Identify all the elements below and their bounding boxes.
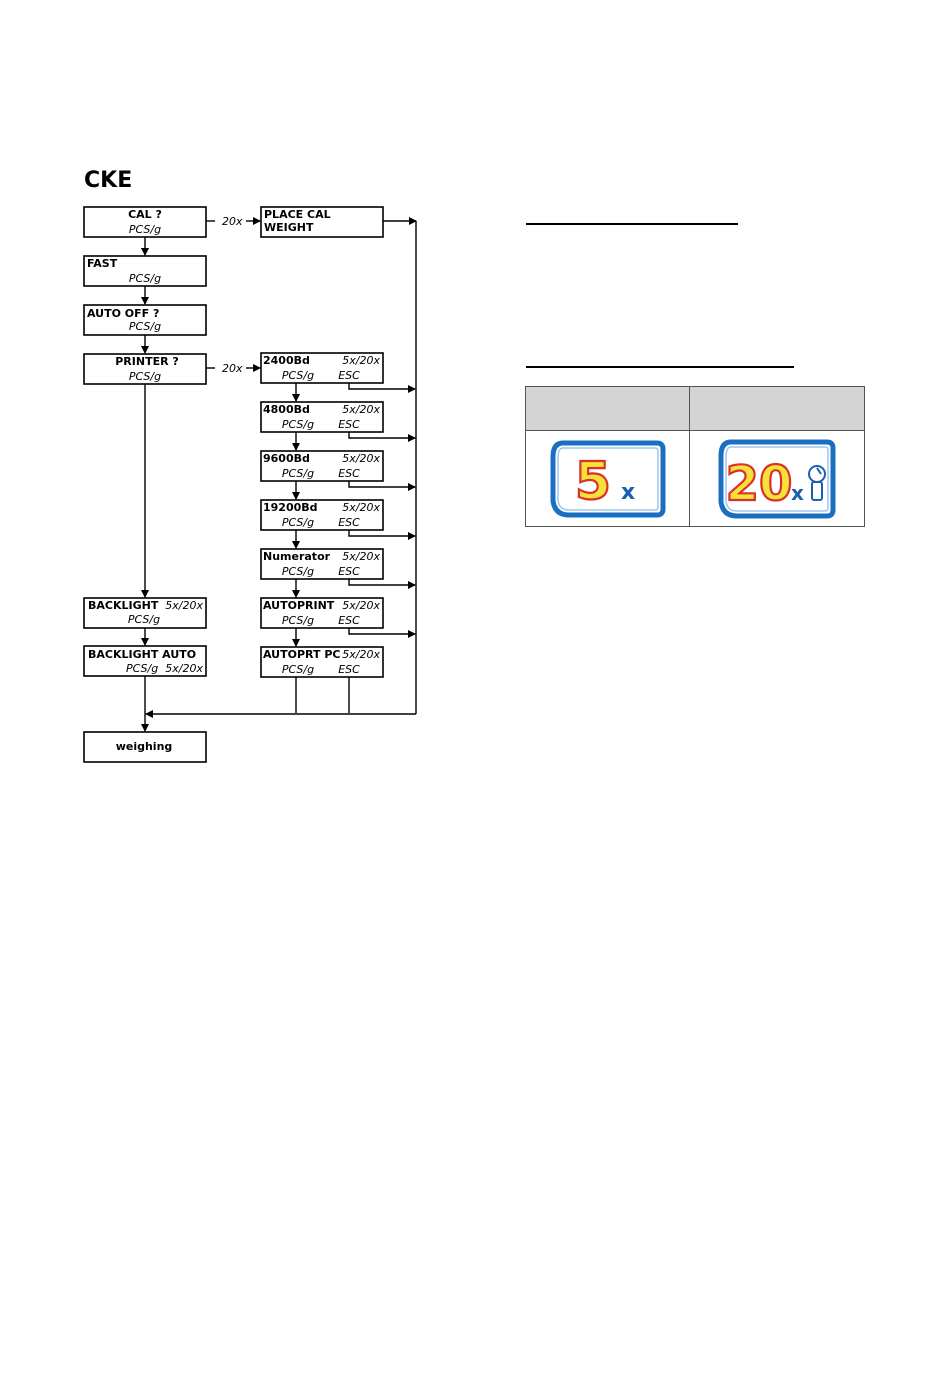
box-auto-off: AUTO OFF ? PCS/g — [83, 304, 207, 336]
option-key: 5x/20x — [342, 354, 380, 367]
key-5x-icon: 5 x — [550, 440, 665, 517]
option-esc-connector — [348, 628, 416, 638]
box-backlight-auto: BACKLIGHT AUTO PCS/g 5x/20x — [83, 645, 207, 677]
option-name: Numerator — [263, 550, 331, 563]
box-backlight-auto-key: 5x/20x — [165, 662, 203, 675]
box-auto-off-label: AUTO OFF ? — [87, 307, 159, 320]
option-esc-connector — [348, 579, 416, 589]
box-cal: CAL ? PCS/g — [83, 206, 207, 238]
option-name: 2400Bd — [263, 354, 310, 367]
key-20x-icon: 20 x — [718, 439, 836, 518]
box-backlight-next: PCS/g — [128, 613, 160, 626]
box-place-cal: PLACE CAL WEIGHT — [260, 206, 384, 238]
option-key: 5x/20x — [342, 403, 380, 416]
option-esc-connector — [348, 383, 416, 393]
box-auto-off-next: PCS/g — [129, 320, 161, 333]
option-box-frame — [260, 646, 384, 678]
option-box-frame — [260, 352, 384, 384]
return-bus — [145, 217, 417, 718]
option-esc-connector — [348, 530, 416, 540]
option-esc: ESC — [338, 614, 360, 627]
key-20x-cell: 20 x — [689, 430, 865, 527]
menu-flowchart: CAL ? PCS/g FAST PCS/g AUTO OFF ? PCS/g … — [83, 206, 417, 763]
option-esc-connector — [348, 481, 416, 491]
option-key: 5x/20x — [342, 648, 380, 661]
print-icon — [808, 464, 826, 501]
box-fast-label: FAST — [87, 257, 118, 270]
option-box-frame — [260, 548, 384, 580]
option-next: PCS/g — [282, 614, 314, 627]
option-key: 5x/20x — [342, 501, 380, 514]
key-5x-number: 5 — [574, 452, 610, 512]
option-next: PCS/g — [282, 565, 314, 578]
box-cal-next: PCS/g — [129, 223, 161, 236]
keys-table: 5 x 20 x — [525, 386, 865, 527]
box-backlight-label: BACKLIGHT — [88, 599, 159, 612]
option-esc-connector — [348, 432, 416, 442]
box-fast-next: PCS/g — [129, 272, 161, 285]
key-20x-suffix: x — [791, 481, 804, 505]
key-5x-suffix: x — [621, 480, 635, 505]
box-cal-label: CAL ? — [128, 208, 162, 221]
box-backlight: BACKLIGHT 5x/20x PCS/g — [83, 597, 207, 629]
keys-header-cell-1 — [525, 386, 690, 431]
option-next: PCS/g — [282, 663, 314, 676]
option-next: PCS/g — [282, 418, 314, 431]
box-fast: FAST PCS/g — [83, 255, 207, 287]
key-20x-number: 20 — [726, 456, 793, 512]
option-name: AUTOPRINT — [263, 599, 335, 612]
option-next: PCS/g — [282, 369, 314, 382]
option-name: 9600Bd — [263, 452, 310, 465]
section-rule-1 — [526, 223, 738, 225]
option-esc: ESC — [338, 369, 360, 382]
option-key: 5x/20x — [342, 452, 380, 465]
section-rule-2 — [526, 366, 794, 368]
keys-table-row: 5 x 20 x — [525, 430, 865, 527]
option-box-frame — [260, 450, 384, 482]
option-box-frame — [260, 597, 384, 629]
box-printer-label: PRINTER ? — [115, 355, 179, 368]
option-key: 5x/20x — [342, 550, 380, 563]
keys-table-header — [525, 386, 865, 431]
box-backlight-key: 5x/20x — [165, 599, 203, 612]
option-next: PCS/g — [282, 516, 314, 529]
option-esc: ESC — [338, 467, 360, 480]
box-printer-next: PCS/g — [129, 370, 161, 383]
option-esc: ESC — [338, 663, 360, 676]
box-weighing: weighing — [83, 731, 207, 763]
option-esc: ESC — [338, 418, 360, 431]
option-next: PCS/g — [282, 467, 314, 480]
diagram-title: CKE — [84, 168, 133, 193]
option-name: AUTOPRT PC — [263, 648, 340, 661]
box-place-cal-line1: PLACE CAL — [264, 208, 331, 221]
box-printer: PRINTER ? PCS/g — [83, 353, 207, 385]
option-box-frame — [260, 401, 384, 433]
option-box-frame — [260, 499, 384, 531]
arrow-printer-label: 20x — [222, 362, 243, 375]
option-esc: ESC — [338, 565, 360, 578]
box-backlight-auto-next: PCS/g — [126, 662, 158, 675]
arrow-cal-label: 20x — [222, 215, 243, 228]
option-name: 4800Bd — [263, 403, 310, 416]
arrow-printer-to-baud: 20x — [206, 362, 261, 375]
option-key: 5x/20x — [342, 599, 380, 612]
key-5x-cell: 5 x — [525, 430, 690, 527]
arrow-cal-to-place: 20x — [206, 215, 261, 228]
keys-header-cell-2 — [689, 386, 865, 431]
option-esc: ESC — [338, 516, 360, 529]
box-place-cal-line2: WEIGHT — [264, 221, 314, 234]
box-backlight-auto-label: BACKLIGHT AUTO — [88, 648, 196, 661]
option-name: 19200Bd — [263, 501, 318, 514]
box-weighing-label: weighing — [116, 740, 173, 753]
